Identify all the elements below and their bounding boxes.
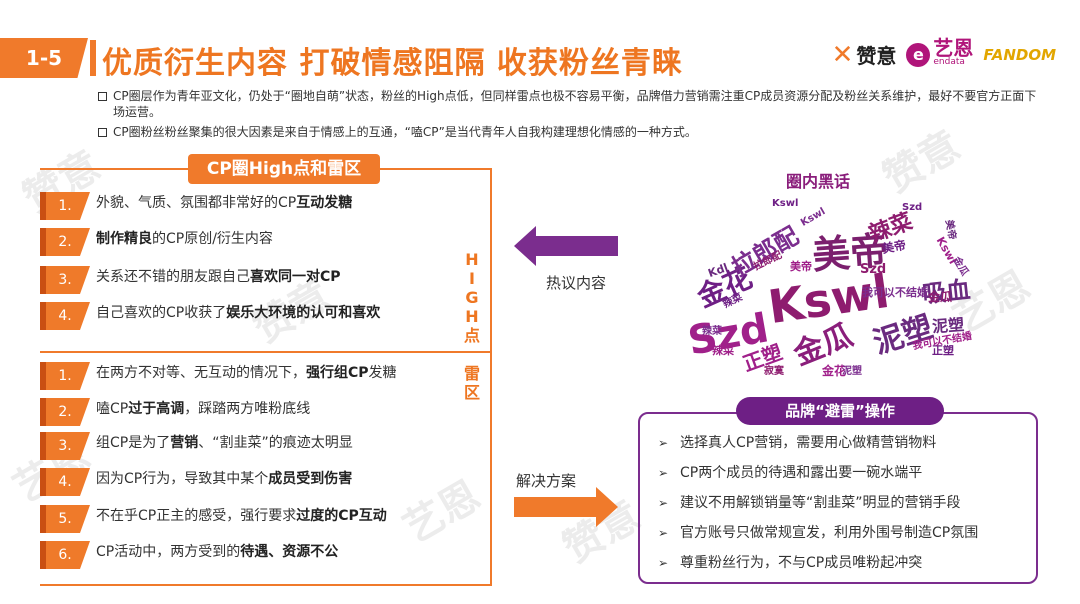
zanyi-x-icon: ✕	[831, 39, 854, 70]
item-number: 2.	[40, 228, 90, 256]
item-text: 制作精良的CP原创/衍生内容	[96, 231, 273, 247]
cloud-word: 我可以不结婚	[862, 286, 928, 299]
cloud-word: 泥塑	[842, 366, 862, 377]
cloud-word: 美帝	[942, 219, 958, 241]
item-text: 自己喜欢的CP收获了娱乐大环境的认可和喜欢	[96, 305, 381, 321]
logo-yien: e 艺恩 endata	[906, 35, 974, 69]
item-text: 因为CP行为，导致其中某个成员受到伤害	[96, 471, 353, 487]
brand-actions-header: 品牌“避雷”操作	[736, 397, 944, 425]
arrow-bullet-icon: ➢	[658, 526, 669, 540]
brand-action-text: CP两个成员的待遇和露出要一碗水端平	[680, 465, 923, 481]
panel-divider	[40, 351, 492, 353]
arrow-bullet-icon: ➢	[658, 436, 669, 450]
brand-action-item: ➢ 建议不用解锁销量等“割韭菜”明显的营销手段	[658, 494, 1038, 524]
item-number: 2.	[40, 398, 90, 426]
arrow-bullet-icon: ➢	[658, 556, 669, 570]
intro-bullets: CP圈层作为青年亚文化，仍处于“圈地自萌”状态，粉丝的High点低，但同样雷点也…	[98, 88, 1048, 144]
item-text: 不在乎CP正主的感受，强行要求过度的CP互动	[96, 508, 387, 524]
brand-action-text: 建议不用解锁销量等“割韭菜”明显的营销手段	[680, 495, 961, 511]
item-number: 4.	[40, 468, 90, 496]
arrow-bullet-icon: ➢	[658, 496, 669, 510]
cloud-word: Kswl	[772, 198, 799, 209]
cloud-word: 辣菜	[702, 326, 722, 337]
cloud-word: 金瓜	[928, 290, 953, 304]
cloud-word: 金花	[822, 364, 847, 378]
item-text: 在两方不对等、无互动的情况下，强行组CP发糖	[96, 365, 397, 381]
title-accent	[90, 40, 96, 76]
intro-bullet: CP圈层作为青年亚文化，仍处于“圈地自萌”状态，粉丝的High点低，但同样雷点也…	[98, 88, 1048, 120]
logo-group: ✕ 赞意 e 艺恩 endata FANDOM	[832, 35, 1056, 69]
item-number: 1.	[40, 192, 90, 220]
word-cloud-title: 圈内黑话	[786, 172, 851, 191]
section-tag: 1-5	[0, 38, 88, 78]
cloud-word: 正塑	[932, 344, 954, 357]
square-bullet-icon	[98, 92, 107, 101]
arrow-bullet-icon: ➢	[658, 466, 669, 480]
cloud-word: Szd	[902, 202, 923, 213]
item-text: 嗑CP过于高调，踩踏两方唯粉底线	[96, 401, 311, 417]
arrow-right-icon	[514, 487, 618, 527]
square-bullet-icon	[98, 128, 107, 137]
brand-action-item: ➢ 选择真人CP营销，需要用心做精营销物料	[658, 434, 1038, 464]
item-text: CP活动中，两方受到的待遇、资源不公	[96, 544, 339, 560]
brand-action-item: ➢ 尊重粉丝行为，不与CP成员唯粉起冲突	[658, 554, 1038, 584]
cloud-word: 美帝	[881, 238, 908, 256]
logo-zanyi: ✕ 赞意	[832, 40, 897, 69]
logo-zanyi-text: 赞意	[856, 44, 897, 68]
cloud-word: 辣菜	[712, 344, 734, 357]
arrow-left-icon	[514, 226, 618, 266]
thunder-label: 雷区	[463, 364, 480, 402]
brand-action-text: 尊重粉丝行为，不与CP成员唯粉起冲突	[680, 555, 923, 571]
item-text: 外貌、气质、氛围都非常好的CP互动发糖	[96, 195, 353, 211]
intro-bullet: CP圈粉丝粉丝聚集的很大因素是来自于情感上的互通，“嗑CP”是当代青年人自我构建…	[98, 124, 1048, 140]
panel-header: CP圈High点和雷区	[188, 154, 380, 184]
logo-yien-sub: endata	[933, 56, 965, 67]
cloud-word: 寂寞	[764, 366, 784, 377]
brand-actions-list: ➢选择真人CP营销，需要用心做精营销物料➢CP两个成员的待遇和露出要一碗水端平➢…	[658, 434, 1038, 584]
page-title: 优质衍生内容 打破情感阻隔 收获粉丝青睐	[102, 46, 683, 81]
brand-action-text: 选择真人CP营销，需要用心做精营销物料	[680, 435, 937, 451]
hot-content-label: 热议内容	[546, 274, 607, 292]
solution-label: 解决方案	[516, 472, 577, 490]
brand-action-text: 官方账号只做常规宣发，利用外围号制造CP氛围	[680, 525, 979, 541]
logo-fandom: FANDOM	[983, 45, 1056, 64]
brand-action-item: ➢ CP两个成员的待遇和露出要一碗水端平	[658, 464, 1038, 494]
brand-action-item: ➢ 官方账号只做常规宣发，利用外围号制造CP氛围	[658, 524, 1038, 554]
cloud-word: 美帝	[790, 260, 812, 273]
cloud-word: Szd	[860, 262, 887, 277]
item-number: 6.	[40, 541, 90, 569]
item-number: 5.	[40, 505, 90, 533]
item-text: 关系还不错的朋友跟自己喜欢同一对CP	[96, 269, 341, 285]
item-text: 组CP是为了营销、“割韭菜”的痕迹太明显	[96, 435, 353, 451]
yien-e-icon: e	[906, 42, 931, 67]
logo-yien-text: 艺恩	[933, 35, 974, 60]
